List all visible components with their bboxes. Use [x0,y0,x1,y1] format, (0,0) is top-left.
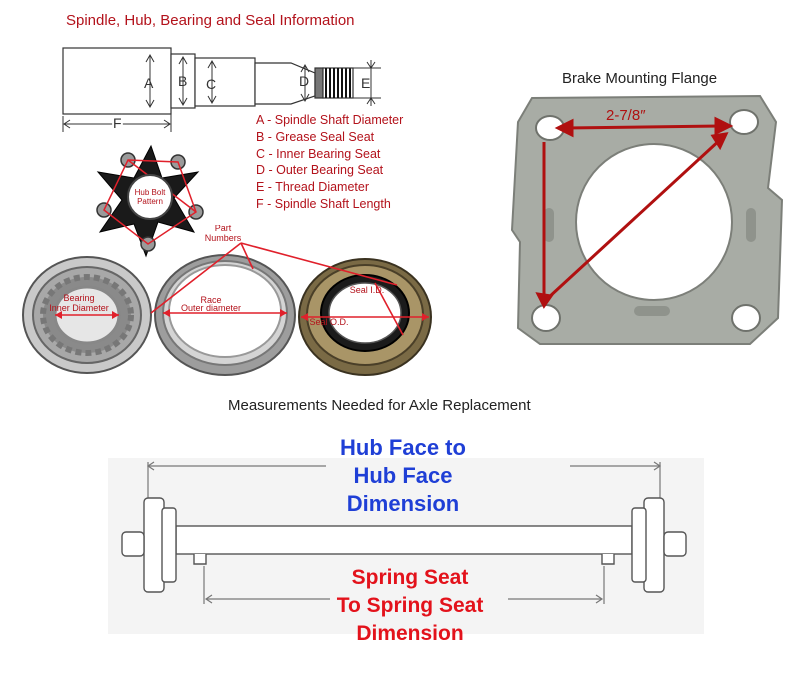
flange-illustration: 2-7/8″ 4″ [510,94,784,345]
race-label-line2: Outer diameter [181,303,241,313]
race-image [154,254,296,376]
flange-dim-top: 2-7/8″ [606,107,646,124]
race-label-line1: Race [200,295,221,305]
label-f: F [113,115,122,131]
bearing-label-line2: Inner Diameter [49,303,109,313]
legend-item-d: D - Outer Bearing Seat [256,163,384,178]
legend-item-e: E - Thread Diameter [256,180,370,195]
bearing-image [22,256,152,374]
seal-od-label: Seal O.D. [309,317,348,327]
label-d: D [299,73,309,89]
bearing-race-seal-illustration: Part Numbers Bearing Inner Diameter Race… [22,225,432,376]
label-b: B [178,73,187,89]
hub-face-line2: Hub Face [353,463,453,488]
bearing-label-line1: Bearing [63,293,94,303]
axle-section-title: Measurements Needed for Axle Replacement [228,397,531,414]
label-c: C [206,76,216,92]
seal-image [298,258,432,376]
spindle-legend: A - Spindle Shaft Diameter B - Grease Se… [256,112,403,213]
legend-item-a: A - Spindle Shaft Diameter [256,113,404,127]
hub-face-dimension-label: Hub Face to Hub Face Dimension [308,434,498,518]
legend-item-c: C - Inner Bearing Seat [256,146,381,161]
spring-seat-line3: Dimension [356,622,464,645]
seal-id-label: Seal I.D. [350,285,385,295]
spring-seat-dimension-label: Spring Seat To Spring Seat Dimension [300,564,520,648]
hub-label-line1: Hub Bolt [135,188,166,197]
part-numbers-line2: Numbers [205,233,242,243]
flange-dim-diagonal: 4″ [636,231,649,247]
axle-diagram [108,458,704,634]
hub-face-line3: Dimension [346,491,460,516]
spindle-section-title: Spindle, Hub, Bearing and Seal Informati… [66,12,355,29]
flange-title: Brake Mounting Flange [562,70,718,87]
spring-seat-line1: Spring Seat [351,566,469,589]
legend-item-b: B - Grease Seal Seat [256,129,375,144]
hub-label-line2: Pattern [137,197,163,206]
spindle-diagram: A B C D E F [62,47,381,133]
part-numbers-line1: Part [215,225,232,233]
hub-face-line1: Hub Face to [340,435,466,460]
hub-illustration: Hub Bolt Pattern [96,144,204,258]
label-a: A [144,75,154,91]
label-e: E [361,75,370,91]
legend-item-f: F - Spindle Shaft Length [256,196,391,211]
spring-seat-line2: To Spring Seat [336,594,484,617]
